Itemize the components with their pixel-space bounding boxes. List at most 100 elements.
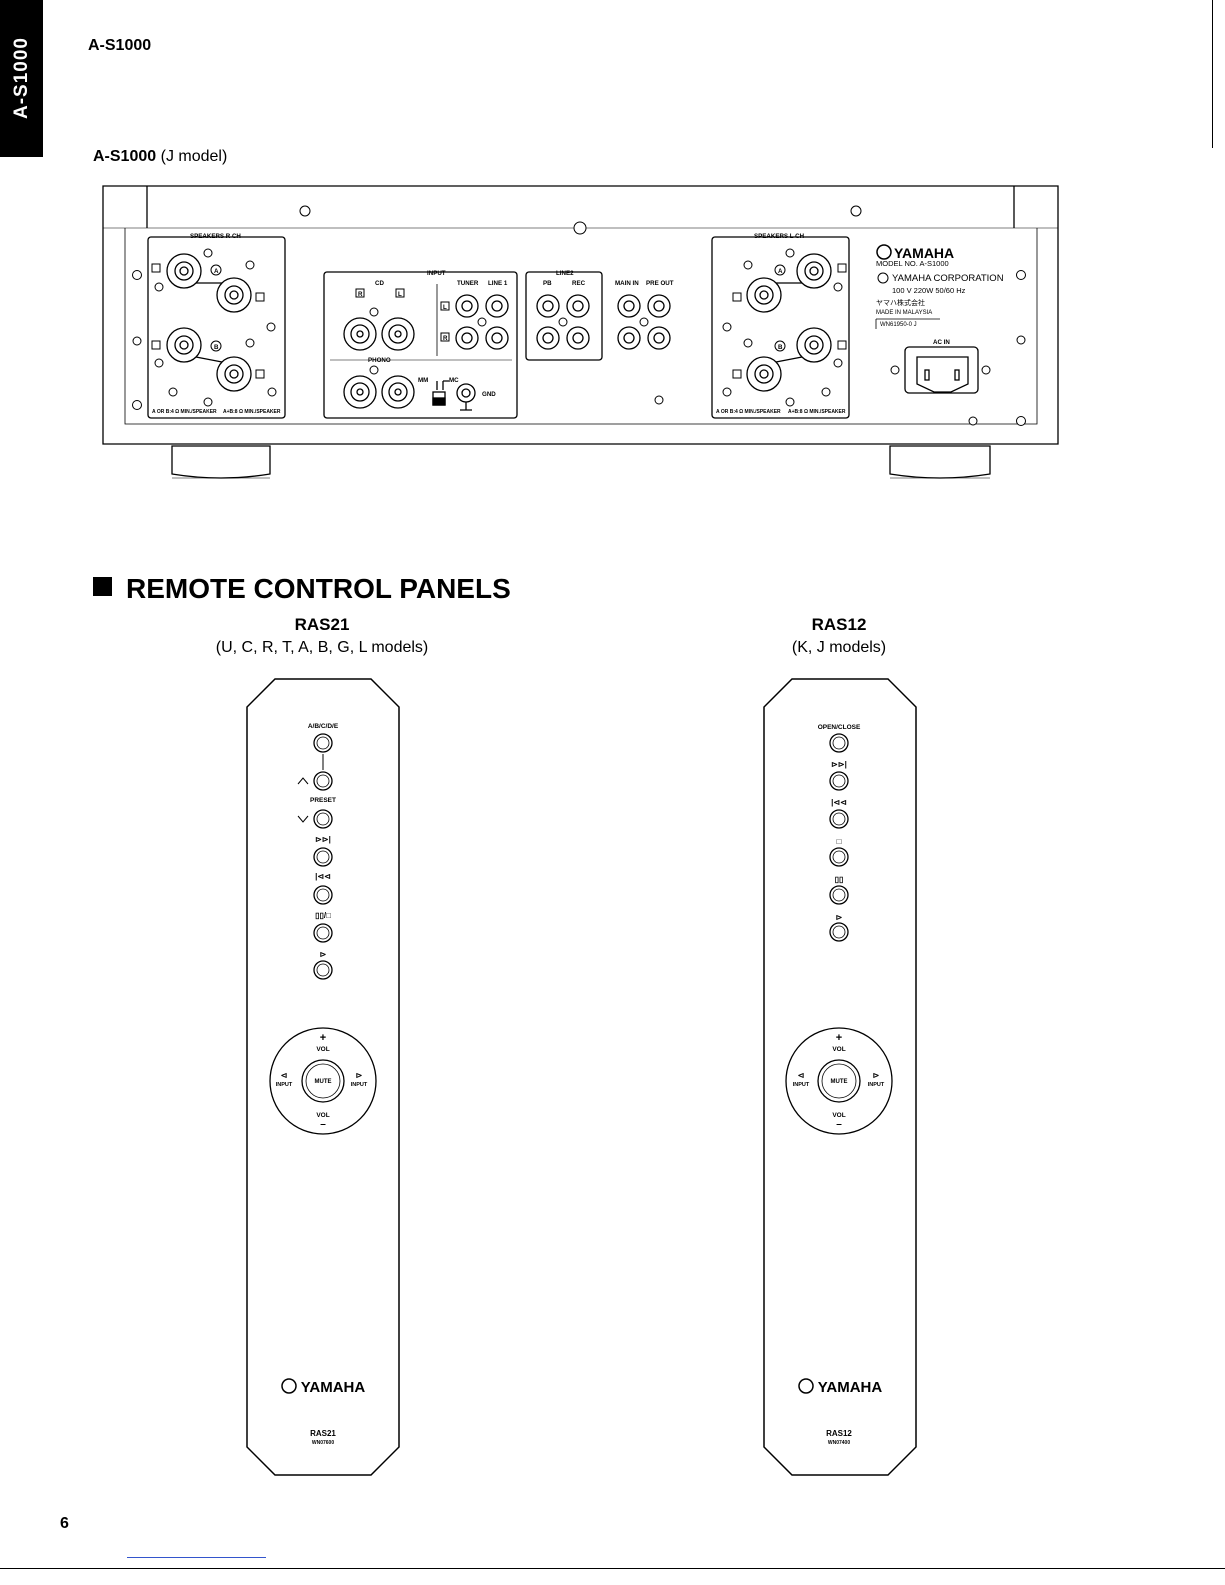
panel-caption: A-S1000 (J model) — [93, 148, 227, 166]
rear-jp-corp: ヤマハ株式会社 — [876, 298, 925, 307]
btn-label-abcde: A/B/C/D/E — [308, 723, 339, 730]
remote-button[interactable] — [829, 847, 849, 867]
remote-button[interactable] — [829, 733, 849, 753]
section-title: REMOTE CONTROL PANELS — [93, 573, 511, 605]
mute-label: MUTE — [315, 1079, 332, 1085]
vol-label-bottom: VOL — [832, 1112, 845, 1119]
remote-ras21: A/B/C/D/E PRESET ⊳⊳| |⊲⊲ ▯▯/□ ⊳ + VOL MU… — [246, 678, 400, 1476]
btn-label-skip-back: |⊲⊲ — [315, 872, 331, 881]
remote-button[interactable] — [829, 771, 849, 791]
remote-code: RAS21 — [310, 1429, 336, 1438]
svg-text:⊲: ⊲ — [281, 1071, 288, 1080]
yamaha-logo-icon — [281, 1378, 297, 1394]
vol-label-top: VOL — [832, 1046, 845, 1053]
yamaha-logo-icon — [798, 1378, 814, 1394]
remote-button[interactable] — [829, 922, 849, 942]
label-rec: REC — [572, 280, 586, 287]
label-spk-note-l2: A+B:8 Ω MIN./SPEAKER — [788, 409, 846, 415]
section-title-text: REMOTE CONTROL PANELS — [126, 573, 511, 604]
panel-caption-variant: (J model) — [160, 148, 228, 165]
btn-label-skip-back: |⊲⊲ — [831, 798, 847, 807]
label-line-l: L — [443, 304, 447, 311]
label-line-r: R — [443, 335, 448, 342]
label-phono: PHONO — [368, 357, 391, 364]
svg-text:–: – — [836, 1119, 842, 1130]
label-term-b-r: B — [214, 344, 219, 351]
header-model: A-S1000 — [88, 37, 152, 54]
mute-label: MUTE — [831, 1079, 848, 1085]
svg-text:⊲: ⊲ — [798, 1071, 805, 1080]
remote-brand: YAMAHA — [301, 1379, 366, 1396]
input-label-left: INPUT — [276, 1082, 293, 1088]
label-pre-out: PRE OUT — [646, 280, 674, 287]
label-ac-in: AC IN — [933, 339, 950, 346]
preset-down-icon — [297, 815, 309, 823]
label-line2: LINE2 — [556, 270, 574, 277]
btn-label-skip-fwd: ⊳⊳| — [315, 835, 331, 844]
label-speakers-r: SPEAKERS R CH — [190, 233, 241, 240]
remote-heading-2: RAS12 (K, J models) — [639, 614, 1039, 660]
vol-label-bottom: VOL — [316, 1112, 329, 1119]
label-pb: PB — [543, 280, 552, 287]
square-bullet-icon — [93, 577, 112, 596]
label-main-in: MAIN IN — [615, 280, 639, 287]
label-line1: LINE 1 — [488, 280, 508, 287]
volume-input-dial[interactable] — [269, 1027, 377, 1135]
panel-caption-model: A-S1000 — [93, 148, 157, 165]
side-tab: A-S1000 — [0, 0, 43, 157]
label-cd-l: L — [398, 291, 402, 298]
volume-input-dial[interactable] — [785, 1027, 893, 1135]
rear-model-no: MODEL NO. A-S1000 — [876, 259, 949, 268]
footer-link[interactable] — [127, 1557, 266, 1558]
remote-button[interactable] — [313, 771, 333, 791]
svg-text:+: + — [320, 1032, 326, 1044]
input-label-right: INPUT — [868, 1082, 885, 1088]
rear-part-code: WN61950-0 J — [880, 322, 917, 328]
remote-button[interactable] — [313, 847, 333, 867]
page-number: 6 — [60, 1515, 69, 1532]
label-input: INPUT — [427, 270, 446, 277]
svg-text:+: + — [836, 1032, 842, 1044]
label-cd-r: R — [358, 291, 363, 298]
remote-part: WN07600 — [312, 1440, 334, 1446]
input-label-right: INPUT — [351, 1082, 368, 1088]
btn-label-pause-stop: ▯▯/□ — [315, 911, 331, 920]
remote-heading-1: RAS21 (U, C, R, T, A, B, G, L models) — [122, 614, 522, 660]
rear-power: 100 V 220W 50/60 Hz — [892, 286, 966, 295]
remote-models: (K, J models) — [791, 639, 887, 656]
rear-panel-drawing: SPEAKERS R CH SPEAKERS L CH INPUT CD TUN… — [102, 185, 1059, 479]
remote-button[interactable] — [829, 885, 849, 905]
label-term-a-r: A — [214, 268, 219, 275]
label-cd: CD — [375, 280, 384, 287]
label-spk-note-r2: A+B:8 Ω MIN./SPEAKER — [223, 409, 281, 415]
btn-label-stop: □ — [837, 837, 842, 846]
label-spk-note-l1: A OR B:4 Ω MIN./SPEAKER — [716, 409, 781, 415]
label-speakers-l: SPEAKERS L CH — [754, 233, 805, 240]
footer-rule — [0, 1568, 1225, 1569]
remote-ras12: OPEN/CLOSE ⊳⊳| |⊲⊲ □ ▯▯ ⊳ + VOL MUTE ⊲ I… — [763, 678, 917, 1476]
preset-up-icon — [297, 777, 309, 785]
vol-label-top: VOL — [316, 1046, 329, 1053]
btn-label-play: ⊳ — [836, 913, 843, 922]
rear-made-in: MADE IN MALAYSIA — [876, 310, 932, 316]
btn-label-skip-fwd: ⊳⊳| — [831, 760, 847, 769]
label-mc: MC — [449, 377, 459, 384]
remote-button[interactable] — [313, 733, 333, 753]
remote-brand: YAMAHA — [818, 1379, 883, 1396]
svg-text:–: – — [320, 1119, 326, 1130]
remote-name: RAS12 — [811, 615, 867, 634]
yamaha-logo-icon — [876, 244, 892, 260]
label-term-a-l: A — [778, 268, 783, 275]
label-tuner: TUNER — [457, 280, 479, 287]
label-mm: MM — [418, 377, 428, 384]
remote-part: WN07400 — [828, 1440, 850, 1446]
remote-button[interactable] — [313, 809, 333, 829]
remote-button[interactable] — [313, 923, 333, 943]
rear-corporation: YAMAHA CORPORATION — [892, 273, 1004, 284]
label-spk-note-r1: A OR B:4 Ω MIN./SPEAKER — [152, 409, 217, 415]
btn-label-preset: PRESET — [310, 797, 336, 804]
remote-button[interactable] — [313, 960, 333, 980]
btn-label-open-close: OPEN/CLOSE — [818, 724, 861, 731]
remote-button[interactable] — [829, 809, 849, 829]
remote-button[interactable] — [313, 885, 333, 905]
